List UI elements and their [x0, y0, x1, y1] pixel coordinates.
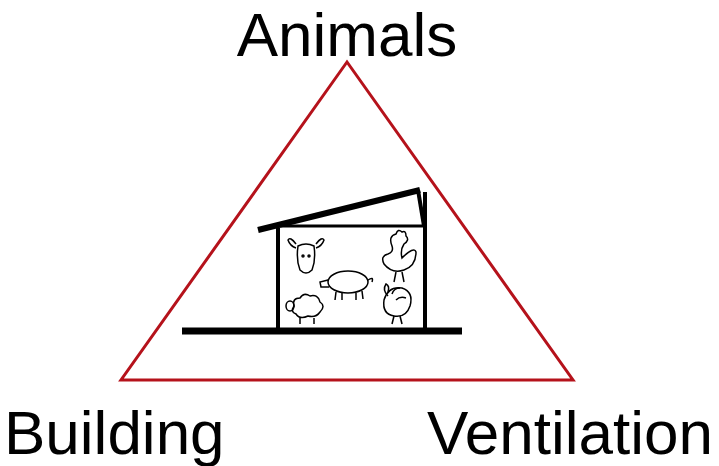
sheep [286, 294, 323, 324]
pig [320, 271, 373, 300]
rooster [383, 230, 416, 282]
turkey [384, 284, 411, 324]
red-triangle [121, 62, 573, 380]
corner-label: Animals [237, 4, 458, 66]
cow-head [288, 239, 324, 273]
corner-label: Building [4, 402, 225, 464]
barn-illustration [182, 190, 462, 331]
corner-label: Ventilation [427, 402, 713, 464]
